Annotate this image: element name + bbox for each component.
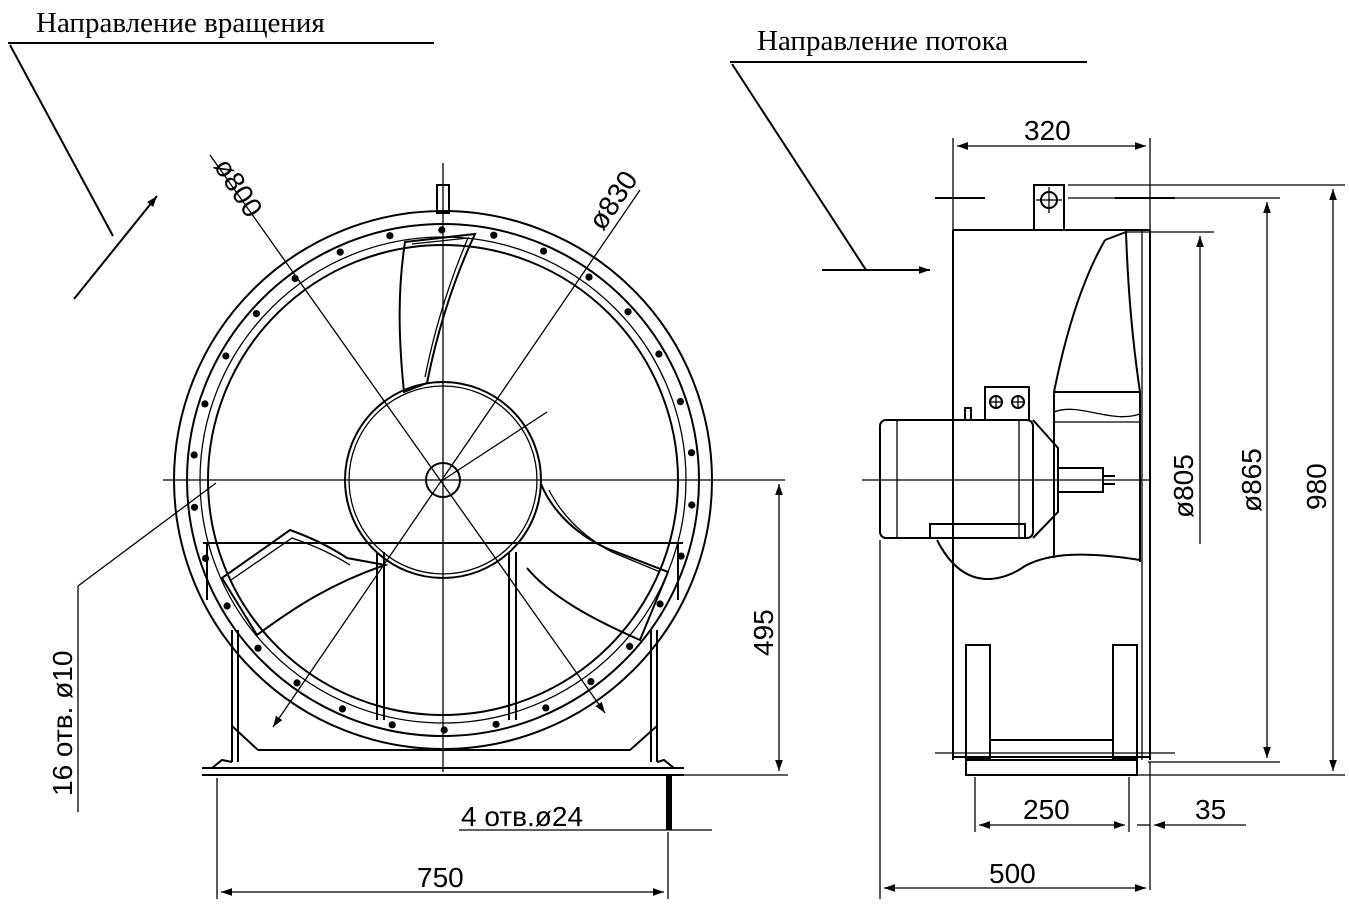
top-lug bbox=[436, 184, 450, 214]
bolt-hole bbox=[688, 501, 696, 509]
bolt-hole bbox=[202, 554, 210, 563]
support-frame bbox=[202, 542, 684, 776]
bolt-hole bbox=[386, 232, 394, 240]
dim-980-label: 980 bbox=[1301, 463, 1332, 510]
dia-800-label: ø800 bbox=[208, 152, 269, 222]
flow-direction-callout: Направление потока bbox=[730, 25, 1087, 274]
motor bbox=[879, 386, 1115, 539]
dim-865 bbox=[1068, 197, 1280, 763]
bolt-hole bbox=[540, 247, 548, 255]
rotation-direction-callout: Направление вращения bbox=[8, 7, 434, 300]
side-base-frame bbox=[935, 644, 1175, 776]
bolt-hole bbox=[676, 398, 685, 406]
dim-250-label: 250 bbox=[1023, 794, 1070, 825]
diameter-leaders bbox=[209, 154, 641, 728]
flow-direction-label: Направление потока bbox=[757, 25, 1008, 57]
bolt-hole bbox=[677, 552, 685, 560]
bolt-hole bbox=[291, 274, 299, 282]
bolt-hole bbox=[252, 310, 260, 318]
dim-805 bbox=[1126, 231, 1214, 544]
front-view: ø800 ø830 16 отв. ø10 495 4 отв.ø24 750 bbox=[47, 152, 788, 899]
rotation-direction-label: Направление вращения bbox=[36, 7, 325, 39]
side-view: 320 ø805 ø865 980 250 bbox=[862, 115, 1345, 899]
holes-16-label: 16 отв. ø10 bbox=[47, 651, 78, 796]
dim-250 bbox=[974, 777, 1130, 832]
dim-495 bbox=[684, 484, 788, 776]
bolt-hole bbox=[223, 602, 231, 610]
bolt-hole bbox=[655, 350, 663, 358]
dim-35 bbox=[1137, 762, 1246, 890]
bolt-hole bbox=[254, 644, 262, 652]
bolt-hole bbox=[201, 400, 209, 408]
holes-16-leader bbox=[77, 482, 217, 812]
bolt-hole bbox=[338, 705, 346, 713]
bolt-hole bbox=[624, 308, 632, 316]
bolt-hole bbox=[222, 352, 230, 360]
impeller-blades bbox=[220, 232, 670, 642]
bolt-hole bbox=[587, 678, 595, 686]
bolt-hole bbox=[190, 451, 198, 459]
dim-750 bbox=[216, 778, 669, 899]
bolt-hole bbox=[388, 721, 396, 729]
dim-500 bbox=[879, 540, 1146, 899]
bolt-hole bbox=[190, 503, 199, 511]
flange-bolt-holes bbox=[190, 226, 696, 734]
dia-805-label: ø805 bbox=[1168, 454, 1199, 518]
bolt-hole bbox=[336, 248, 344, 256]
bolt-hole bbox=[293, 679, 301, 687]
dim-500-label: 500 bbox=[989, 858, 1036, 889]
bolt-hole bbox=[492, 720, 500, 728]
bolt-hole bbox=[656, 600, 664, 608]
dim-750-label: 750 bbox=[417, 862, 464, 893]
dim-495-label: 495 bbox=[748, 609, 779, 656]
holes-4-label: 4 отв.ø24 bbox=[461, 801, 583, 832]
impeller-hub bbox=[344, 381, 542, 579]
bolt-hole bbox=[440, 726, 448, 734]
foot-holes bbox=[459, 775, 712, 831]
dim-35-label: 35 bbox=[1195, 794, 1226, 825]
bolt-hole bbox=[626, 642, 634, 651]
bolt-hole bbox=[585, 273, 593, 281]
dia-830-label: ø830 bbox=[582, 165, 643, 235]
side-blade-profile bbox=[936, 230, 1141, 580]
dia-865-label: ø865 bbox=[1236, 448, 1267, 512]
dim-320-label: 320 bbox=[1024, 115, 1071, 146]
bolt-hole bbox=[687, 449, 696, 457]
bolt-hole bbox=[542, 704, 550, 712]
front-centerlines bbox=[163, 163, 785, 772]
side-top-lug bbox=[1033, 184, 1065, 231]
bolt-hole bbox=[490, 231, 498, 239]
bolt-hole bbox=[438, 226, 446, 234]
dim-980 bbox=[1068, 184, 1345, 776]
